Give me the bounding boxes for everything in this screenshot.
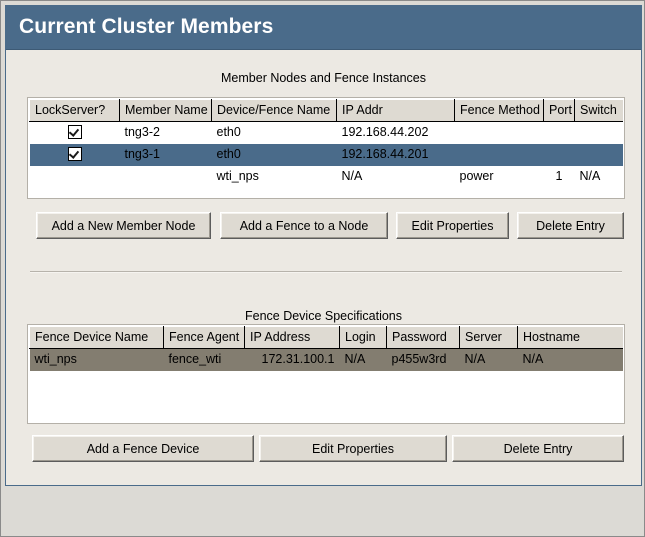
cell-device-fence-name: eth0: [216, 125, 241, 140]
cell-device-fence-name: eth0: [211, 143, 337, 166]
title-bar: Current Cluster Members: [6, 6, 641, 50]
members-delete-entry-button[interactable]: Delete Entry: [517, 212, 624, 239]
cell-lockserver[interactable]: [30, 122, 120, 144]
cell-port: 1: [555, 169, 563, 183]
section-divider: [30, 271, 622, 273]
fence-device-table[interactable]: Fence Device Name Fence Agent IP Address…: [28, 325, 624, 423]
member-nodes-table[interactable]: LockServer? Member Name Device/Fence Nam…: [28, 98, 624, 198]
add-fence-device-button[interactable]: Add a Fence Device: [32, 435, 254, 462]
fence-edit-properties-button[interactable]: Edit Properties: [259, 435, 447, 462]
dialog-frame: Current Cluster Members Member Nodes and…: [5, 5, 642, 486]
add-new-member-node-button[interactable]: Add a New Member Node: [36, 212, 211, 239]
column-header-fence-agent[interactable]: Fence Agent: [163, 326, 245, 349]
cell-fence-device-name: wti_nps: [29, 348, 164, 371]
cell-login: N/A: [339, 348, 387, 371]
cell-member-name: tng3-1: [119, 143, 212, 166]
cell-ip-addr: N/A: [341, 169, 363, 183]
fence-section-heading: Fence Device Specifications: [244, 309, 403, 323]
cell-fence-agent: fence_wti: [163, 348, 245, 371]
cell-server: N/A: [459, 348, 518, 371]
cell-lockserver[interactable]: [30, 166, 120, 188]
table-row[interactable]: tng3-1 eth0 192.168.44.201: [29, 143, 623, 166]
cell-fence-method: [455, 122, 544, 144]
cell-ip-address: 172.31.100.1: [244, 348, 340, 371]
dialog-content: Member Nodes and Fence Instances: [6, 50, 641, 485]
column-header-member-name[interactable]: Member Name: [119, 99, 212, 122]
column-header-hostname[interactable]: Hostname: [517, 326, 623, 349]
column-header-server[interactable]: Server: [459, 326, 518, 349]
cell-member-name: [120, 166, 212, 188]
cell-port: [543, 143, 575, 166]
table-row[interactable]: wti_nps fence_wti 172.31.100.1 N/A p455w…: [29, 348, 623, 371]
cell-fence-method: power: [459, 169, 494, 183]
cell-switch: [574, 143, 623, 166]
column-header-lockserver[interactable]: LockServer?: [29, 99, 120, 122]
table-row[interactable]: tng3-2 eth0 192.168.44.202: [30, 122, 624, 144]
cell-port: [544, 122, 575, 144]
cell-switch: N/A: [579, 169, 601, 183]
table-row[interactable]: wti_nps N/A power 1 N/A: [30, 166, 624, 188]
members-edit-properties-button[interactable]: Edit Properties: [396, 212, 509, 239]
column-header-fence-device-name[interactable]: Fence Device Name: [29, 326, 164, 349]
dialog-action-bar: Cancel Back Forward: [1, 487, 644, 536]
cell-device-fence-name: wti_nps: [216, 169, 259, 183]
lockserver-checkbox[interactable]: [67, 124, 82, 139]
members-section-heading: Member Nodes and Fence Instances: [221, 71, 426, 85]
cell-lockserver[interactable]: [29, 143, 120, 166]
column-header-port[interactable]: Port: [543, 99, 575, 122]
add-fence-to-node-button[interactable]: Add a Fence to a Node: [220, 212, 388, 239]
column-header-fence-method[interactable]: Fence Method: [454, 99, 544, 122]
table-header-row: LockServer? Member Name Device/Fence Nam…: [29, 99, 623, 122]
cell-ip-addr: 192.168.44.202: [341, 125, 429, 140]
page-title: Current Cluster Members: [19, 15, 274, 38]
cell-fence-method: [454, 143, 544, 166]
cell-switch: [575, 122, 624, 144]
column-header-ip-address[interactable]: IP Address: [244, 326, 340, 349]
cell-password: p455w3rd: [386, 348, 460, 371]
column-header-switch[interactable]: Switch: [574, 99, 623, 122]
column-header-ip-addr[interactable]: IP Addr: [336, 99, 455, 122]
cell-ip-addr: 192.168.44.201: [336, 143, 455, 166]
column-header-device-fence-name[interactable]: Device/Fence Name: [211, 99, 337, 122]
column-header-login[interactable]: Login: [339, 326, 387, 349]
table-header-row: Fence Device Name Fence Agent IP Address…: [29, 326, 623, 349]
fence-delete-entry-button[interactable]: Delete Entry: [452, 435, 624, 462]
cell-hostname: N/A: [517, 348, 623, 371]
lockserver-checkbox[interactable]: [67, 146, 82, 161]
column-header-password[interactable]: Password: [386, 326, 460, 349]
cell-member-name: tng3-2: [124, 125, 160, 140]
